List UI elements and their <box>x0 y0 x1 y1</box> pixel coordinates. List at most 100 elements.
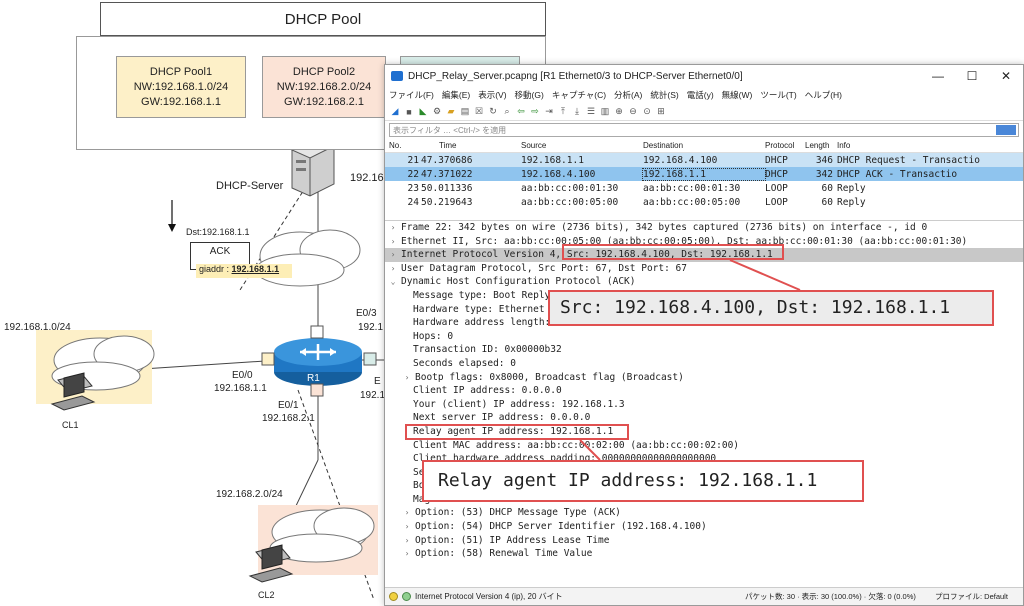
detail-row[interactable]: ›Option: (51) IP Address Lease Time <box>385 534 1023 548</box>
detail-row[interactable]: ›Internet Protocol Version 4, Src: 192.1… <box>385 248 1023 262</box>
find-icon[interactable]: ⌕ <box>504 106 510 116</box>
detail-text: Option: (53) DHCP Message Type (ACK) <box>415 507 621 519</box>
dhcp-pool2-box: DHCP Pool2 NW:192.168.2.0/24 GW:192.168.… <box>262 56 386 118</box>
forward-icon[interactable]: ⇨ <box>531 106 539 116</box>
col-destination[interactable]: Destination <box>643 141 684 150</box>
menu-edit[interactable]: 編集(E) <box>441 90 471 100</box>
start-capture-icon[interactable]: ◢ <box>391 106 399 116</box>
maximize-button[interactable]: ☐ <box>966 69 978 83</box>
minimize-button[interactable]: — <box>932 69 944 83</box>
autoscroll-icon[interactable]: ☰ <box>586 106 596 116</box>
detail-text: Transaction ID: 0x00000b32 <box>413 344 562 356</box>
packet-row[interactable]: 21 47.370686 192.168.1.1 192.168.4.100 D… <box>385 153 1023 167</box>
window-title: DHCP_Relay_Server.pcapng [R1 Ethernet0/3… <box>408 70 743 82</box>
detail-row[interactable]: ›Option: (54) DHCP Server Identifier (19… <box>385 520 1023 534</box>
expanded-arrow-icon[interactable]: ⌄ <box>390 277 396 287</box>
menu-analyze[interactable]: 分析(A) <box>614 90 643 100</box>
capture-comment-icon[interactable] <box>402 592 411 601</box>
detail-row[interactable]: Next server IP address: 0.0.0.0 <box>385 411 1023 425</box>
restart-capture-icon[interactable]: ◣ <box>419 106 427 116</box>
display-filter-input[interactable]: 表示フィルタ … <Ctrl-/> を適用 <box>389 123 1019 137</box>
col-time[interactable]: Time <box>439 141 457 150</box>
close-button[interactable]: ✕ <box>1000 69 1012 83</box>
save-file-icon[interactable]: ▤ <box>460 106 470 116</box>
first-packet-icon[interactable]: ⤒ <box>561 106 565 116</box>
close-file-icon[interactable]: ☒ <box>474 106 484 116</box>
collapsed-arrow-icon[interactable]: › <box>404 549 410 559</box>
detail-row[interactable]: ›Bootp flags: 0x8000, Broadcast flag (Br… <box>385 371 1023 385</box>
menu-tools[interactable]: ツール(T) <box>760 90 797 100</box>
detail-row[interactable]: Client hardware address padding: 0000000… <box>385 452 1023 466</box>
colorize-icon[interactable]: ▥ <box>600 106 610 116</box>
menu-statistics[interactable]: 統計(S) <box>650 90 679 100</box>
col-protocol[interactable]: Protocol <box>765 141 795 150</box>
collapsed-arrow-icon[interactable]: › <box>390 263 396 273</box>
col-source[interactable]: Source <box>521 141 547 150</box>
detail-text: Frame 22: 342 bytes on wire (2736 bits),… <box>401 222 928 233</box>
stop-capture-icon[interactable]: ■ <box>406 106 412 117</box>
detail-row[interactable]: Transaction ID: 0x00000b32 <box>385 343 1023 357</box>
dst-label: Dst:192.168.1.1 <box>186 227 250 237</box>
menu-capture[interactable]: キャプチャ(C) <box>551 90 607 100</box>
zoom-in-icon[interactable]: ⊕ <box>615 106 623 116</box>
pool1-name: DHCP Pool1 <box>149 66 213 78</box>
detail-row[interactable]: ›User Datagram Protocol, Src Port: 67, D… <box>385 262 1023 276</box>
open-file-icon[interactable]: ▰ <box>447 106 455 116</box>
status-packets: パケット数: 30 · 表示: 30 (100.0%) · 欠落: 0 (0.0… <box>745 592 916 601</box>
menu-file[interactable]: ファイル(F) <box>389 90 434 100</box>
detail-row[interactable]: Hardware type: Ethernet (0x01) <box>385 303 1023 317</box>
packet-row[interactable]: 24 50.219643 aa:bb:cc:00:05:00 aa:bb:cc:… <box>385 195 1023 209</box>
apply-filter-button[interactable] <box>996 125 1016 135</box>
packet-protocol: LOOP <box>765 182 788 194</box>
zoom-out-icon[interactable]: ⊖ <box>629 106 637 116</box>
menu-go[interactable]: 移動(G) <box>514 90 544 100</box>
expert-info-icon[interactable] <box>389 592 398 601</box>
collapsed-arrow-icon[interactable]: › <box>390 250 396 260</box>
relay-highlight-box <box>405 424 629 440</box>
detail-row[interactable]: ›Option: (58) Renewal Time Value <box>385 547 1023 561</box>
detail-row[interactable]: Message type: Boot Reply (2) <box>385 289 1023 303</box>
goto-icon[interactable]: ⇥ <box>545 106 553 116</box>
col-info[interactable]: Info <box>837 141 851 150</box>
detail-row[interactable]: › Frame 22: 342 bytes on wire (2736 bits)… <box>385 221 1023 235</box>
packet-row[interactable]: 23 50.011336 aa:bb:cc:00:01:30 aa:bb:cc:… <box>385 181 1023 195</box>
resize-columns-icon[interactable]: ⊞ <box>657 106 665 116</box>
packet-row-selected[interactable]: 22 47.371022 192.168.4.100 192.168.1.1 D… <box>385 167 1023 181</box>
collapsed-arrow-icon[interactable]: › <box>404 372 410 382</box>
collapsed-arrow-icon[interactable]: › <box>404 522 410 532</box>
collapsed-arrow-icon[interactable]: › <box>404 535 410 545</box>
menu-help[interactable]: ヘルプ(H) <box>804 90 843 100</box>
col-length[interactable]: Length <box>805 141 830 150</box>
cloud-lan2 <box>269 507 375 563</box>
detail-text: Relay agent IP address: 192.168.1.1 <box>413 425 614 437</box>
detail-row[interactable]: Client MAC address: aa:bb:cc:00:02:00 (a… <box>385 439 1023 453</box>
last-packet-icon[interactable]: ⤓ <box>575 106 579 116</box>
packet-length: 60 <box>821 196 833 208</box>
menu-view[interactable]: 表示(V) <box>478 90 507 100</box>
reload-icon[interactable]: ↻ <box>489 106 497 116</box>
detail-row[interactable]: › Option: (53) DHCP Message Type (ACK) <box>385 506 1023 520</box>
options-icon[interactable]: ⚙ <box>432 106 442 116</box>
status-profile[interactable]: プロファイル: Default <box>935 592 1008 601</box>
e00-ip-label: 192.168.1.1 <box>214 383 267 394</box>
collapsed-arrow-icon[interactable]: › <box>390 223 396 232</box>
detail-row[interactable]: ⌄Dynamic Host Configuration Protocol (AC… <box>385 275 1023 289</box>
detail-row[interactable]: Seconds elapsed: 0 <box>385 357 1023 371</box>
collapsed-arrow-icon[interactable]: › <box>390 236 396 246</box>
zoom-reset-icon[interactable]: ⊙ <box>643 106 651 116</box>
menu-telephony[interactable]: 電話(y) <box>686 90 714 100</box>
detail-row[interactable]: Client IP address: 0.0.0.0 <box>385 384 1023 398</box>
detail-row[interactable]: Relay agent IP address: 192.168.1.1 <box>385 425 1023 439</box>
packet-protocol: LOOP <box>765 196 788 208</box>
back-icon[interactable]: ⇦ <box>517 106 525 116</box>
detail-row[interactable]: Hardware address length: 6 <box>385 316 1023 330</box>
collapsed-arrow-icon[interactable]: › <box>404 508 410 518</box>
pane-separator[interactable] <box>385 209 1023 221</box>
detail-row[interactable]: Your (client) IP address: 192.168.1.3 <box>385 398 1023 412</box>
dhcp-pool1-box: DHCP Pool1 NW:192.168.1.0/24 GW:192.168.… <box>116 56 246 118</box>
detail-row[interactable]: Hops: 0 <box>385 330 1023 344</box>
col-no[interactable]: No. <box>389 141 402 150</box>
menu-wireless[interactable]: 無線(W) <box>721 90 753 100</box>
detail-row[interactable]: ›Ethernet II, Src: aa:bb:cc:00:05:00 (aa… <box>385 235 1023 249</box>
net1-label: 192.168.1.0/24 <box>4 322 71 333</box>
